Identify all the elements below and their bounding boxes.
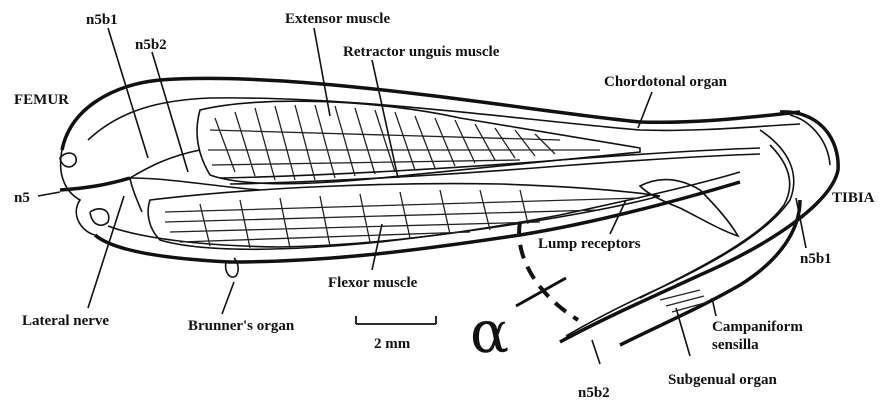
label-femur: FEMUR (14, 92, 69, 108)
label-lateral: Lateral nerve (22, 313, 109, 329)
femur-upper-wall-inner (88, 98, 800, 140)
label-lump: Lump receptors (538, 236, 641, 252)
pointer-n5b2-bottom (592, 340, 600, 364)
tibia-inner-2 (640, 145, 790, 298)
pointer-extensor (314, 28, 330, 116)
femur-joint-hook (90, 209, 109, 225)
pointer-n5 (38, 192, 60, 196)
label-n5b2-bottom: n5b2 (578, 385, 610, 401)
label-campaniform-1: Campaniform (712, 319, 803, 335)
lateral-nerve (130, 178, 142, 212)
scale-bar (356, 316, 436, 324)
label-n5b1-top: n5b1 (86, 12, 118, 28)
label-flexor: Flexor muscle (328, 275, 418, 291)
alpha-cross-line (516, 278, 566, 306)
label-tibia: TIBIA (832, 190, 875, 206)
pointer-retractor (372, 60, 398, 178)
label-subgenual: Subgenual organ (668, 372, 777, 388)
pointer-n5b2-top (152, 52, 188, 172)
label-scale: 2 mm (374, 336, 411, 352)
label-n5b1-right: n5b1 (800, 251, 832, 267)
subgenual-region (660, 290, 708, 312)
femur-joint-blob (60, 153, 76, 167)
femur-proximal-end (61, 150, 95, 235)
pointer-lateral (88, 196, 124, 308)
label-retractor: Retractor unguis muscle (343, 44, 500, 60)
tibia-inner-1 (566, 130, 794, 336)
label-n5b2-top: n5b2 (135, 37, 167, 53)
label-brunner: Brunner's organ (188, 318, 295, 334)
tibia-joint-cap (790, 115, 830, 165)
label-extensor: Extensor muscle (285, 11, 390, 27)
label-alpha: α (470, 298, 509, 366)
label-campaniform-2: sensilla (712, 337, 759, 353)
pointer-brunner (222, 282, 234, 314)
n5b1-nerve (130, 150, 200, 178)
pointer-flexor (372, 224, 382, 270)
n5-nerve (60, 178, 130, 190)
label-n5: n5 (14, 190, 30, 206)
label-chordotonal: Chordotonal organ (604, 74, 728, 90)
